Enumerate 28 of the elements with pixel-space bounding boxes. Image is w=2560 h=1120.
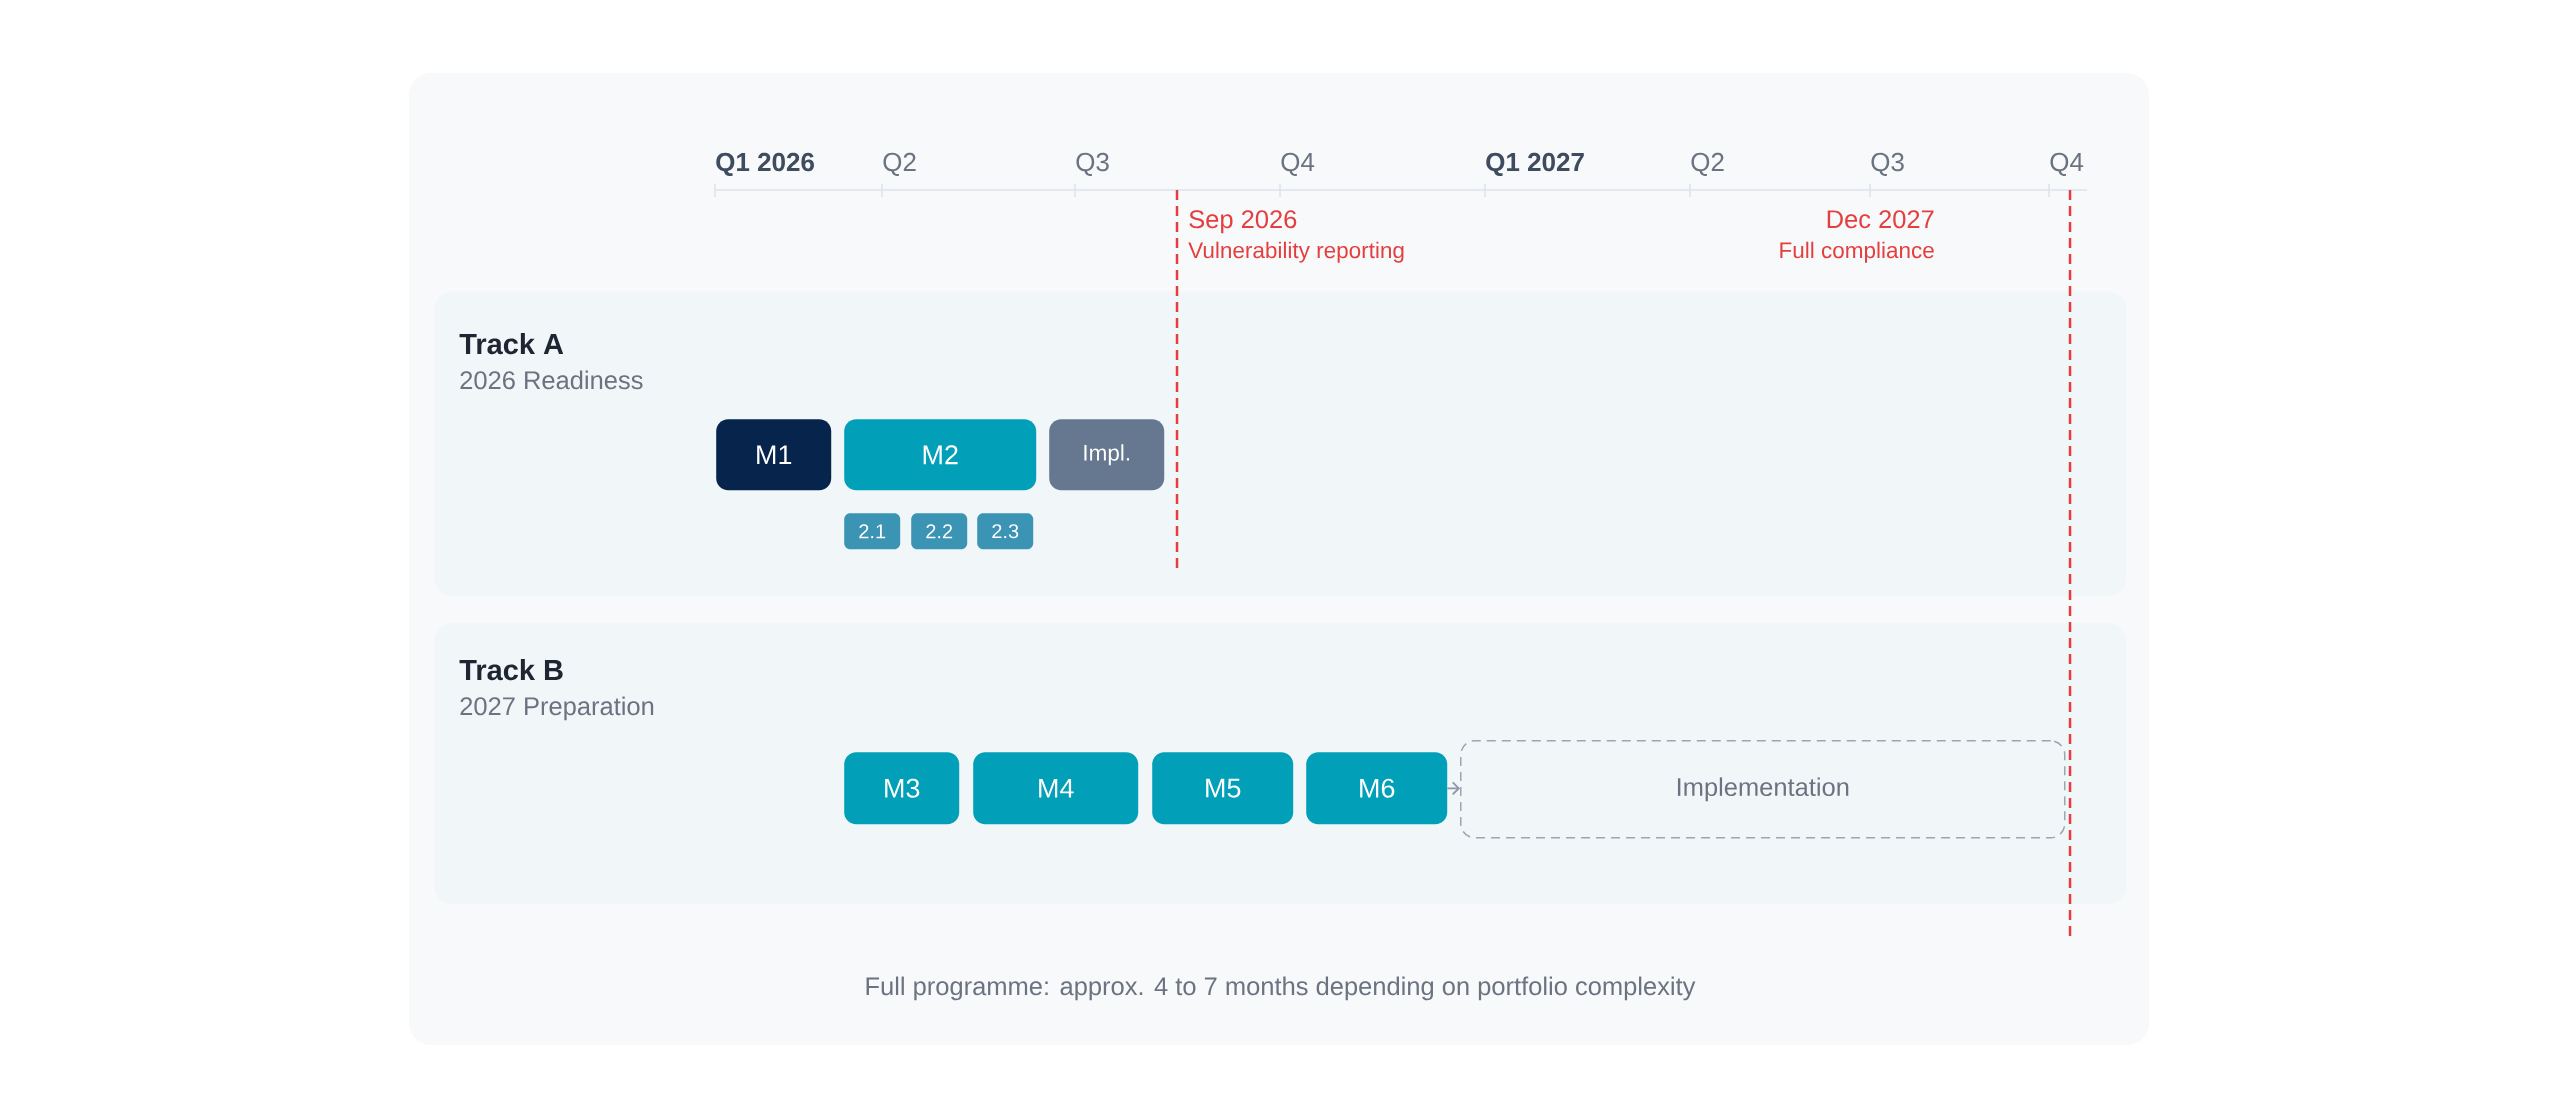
milestone-note: Vulnerability reporting (1188, 241, 1404, 263)
milestone-date: Sep 2026 (1189, 210, 1297, 234)
axis-label: Q4 (2050, 152, 2084, 176)
track-subtitle: 2026 Readiness (460, 370, 643, 390)
track-subtitle: 2027 Preparation (460, 696, 654, 721)
axis-label: Q2 (1691, 152, 1724, 176)
axis-label: Q2 (883, 152, 916, 176)
step-chip: 2.2 (911, 513, 968, 550)
phase-bar: Impl. (1049, 419, 1165, 491)
axis-label: Q1 2026 (716, 152, 814, 177)
milestone-bar: M3 (844, 752, 960, 825)
axis-label: Q3 (1871, 152, 1904, 176)
milestone-date: Dec 2027 (1827, 210, 1934, 229)
step-chip: 2.1 (844, 513, 901, 550)
milestone-bar: M2 (844, 419, 1037, 491)
step-chip: 2.3 (977, 513, 1034, 550)
milestone-bar: M5 (1152, 752, 1294, 825)
dashed-box: Implementation (1460, 740, 2066, 839)
milestone-bar: M4 (973, 752, 1139, 825)
milestone-note: Full compliance (1780, 241, 1934, 263)
track-title: Track A (459, 333, 564, 355)
milestone-bar: M1 (716, 419, 832, 491)
axis-label: Q1 2027 (1486, 152, 1584, 177)
axis-label: Q3 (1076, 152, 1109, 176)
track-title: Track B (459, 659, 563, 681)
axis-label: Q4 (1281, 152, 1315, 176)
milestone-bar: M6 (1306, 752, 1448, 825)
caption: Full programme: approx. 4 to 7 months depending on portfolio complexity (866, 976, 1696, 1001)
